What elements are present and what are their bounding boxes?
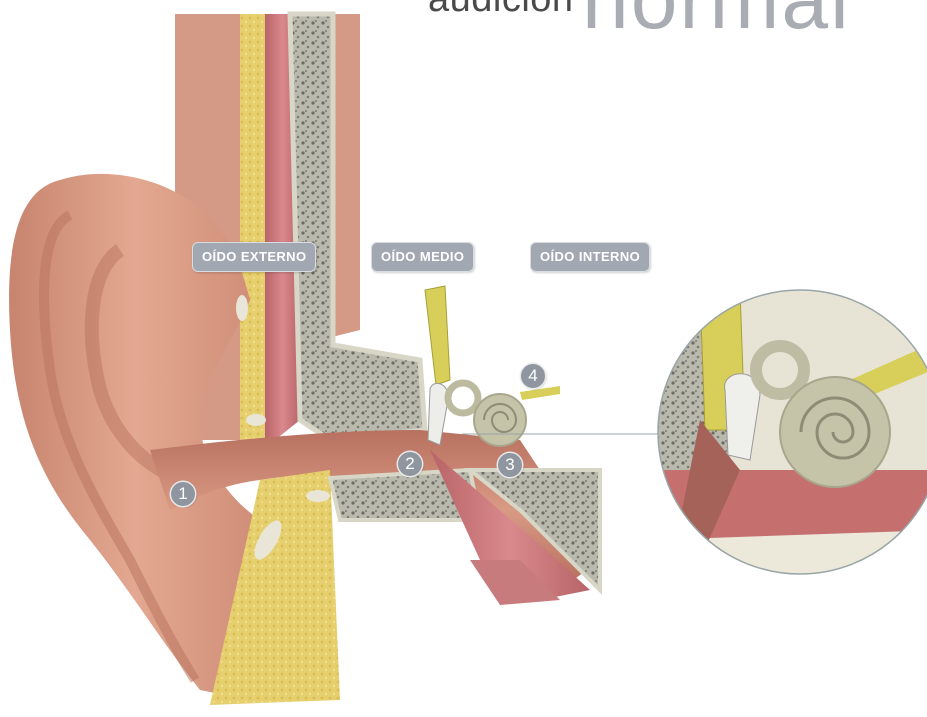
- marker-3: 3: [498, 453, 522, 477]
- magnified-detail: [650, 280, 927, 580]
- page-title: audición normal: [0, 0, 927, 38]
- marker-1: 1: [171, 482, 195, 506]
- label-middle-ear: OÍDO MEDIO: [371, 242, 474, 272]
- label-outer-ear: OÍDO EXTERNO: [192, 242, 316, 272]
- marker-4: 4: [521, 364, 545, 388]
- title-main: normal: [582, 0, 851, 48]
- marker-2: 2: [398, 452, 422, 476]
- label-inner-ear: OÍDO INTERNO: [530, 242, 650, 272]
- title-prefix: audición: [428, 0, 574, 21]
